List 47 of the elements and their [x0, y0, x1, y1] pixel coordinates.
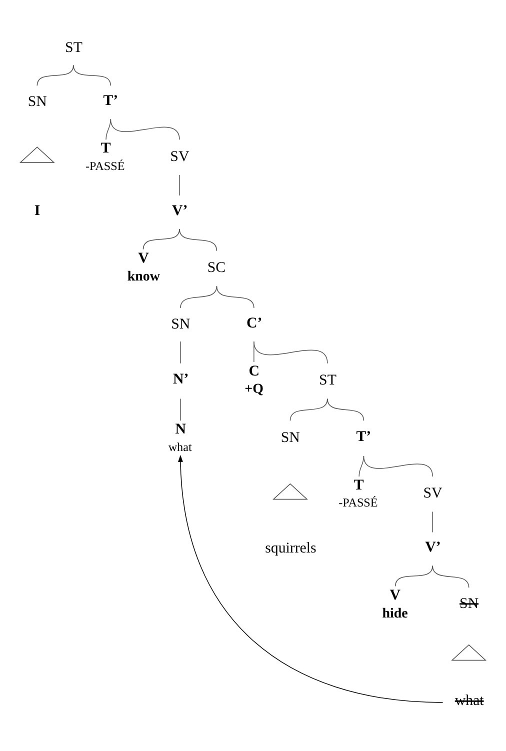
connector [179, 174, 180, 196]
connector [363, 456, 433, 477]
node-text: C’ [246, 315, 262, 332]
node-text: V’ [172, 202, 188, 219]
node-triangle [272, 483, 308, 500]
connector [180, 341, 181, 364]
node-triangle [19, 146, 55, 163]
connector [254, 341, 328, 364]
node-text: SN [171, 316, 190, 332]
connector [290, 398, 328, 421]
connector [394, 565, 433, 587]
connector [106, 118, 112, 140]
node-text: I [34, 202, 40, 219]
node-text: SV [423, 486, 442, 502]
node-text: SC [207, 260, 226, 276]
node-text: SV [170, 148, 190, 165]
connector [216, 286, 254, 308]
connector [180, 286, 218, 308]
node-text: V’ [425, 540, 441, 556]
node-text: ST [319, 372, 336, 389]
connector [36, 64, 74, 86]
connector [142, 228, 180, 250]
node-text: SN [460, 596, 479, 612]
node-text: SN [280, 430, 300, 446]
node-text: C +Q [244, 363, 264, 398]
node-text: T -PASSÉ [86, 140, 125, 173]
node-text: V know [127, 250, 160, 285]
node-text: N what [168, 421, 192, 454]
node-text: T -PASSÉ [338, 477, 378, 510]
node-text: N’ [172, 372, 189, 388]
connector [110, 118, 180, 140]
connector [358, 456, 364, 477]
node-text: what [454, 693, 484, 710]
node-text: T’ [356, 428, 372, 445]
connector [327, 398, 364, 421]
connector [180, 398, 181, 421]
node-text: V hide [382, 588, 408, 622]
arrow [178, 454, 444, 703]
node-text: SN [28, 94, 47, 110]
node-triangle [451, 644, 487, 661]
node-text: squirrels [265, 540, 316, 557]
connector [432, 511, 433, 533]
connector [179, 228, 218, 252]
connector [432, 565, 470, 588]
node-text: T’ [103, 93, 118, 110]
connector [73, 64, 112, 86]
node-text: ST [65, 40, 82, 56]
